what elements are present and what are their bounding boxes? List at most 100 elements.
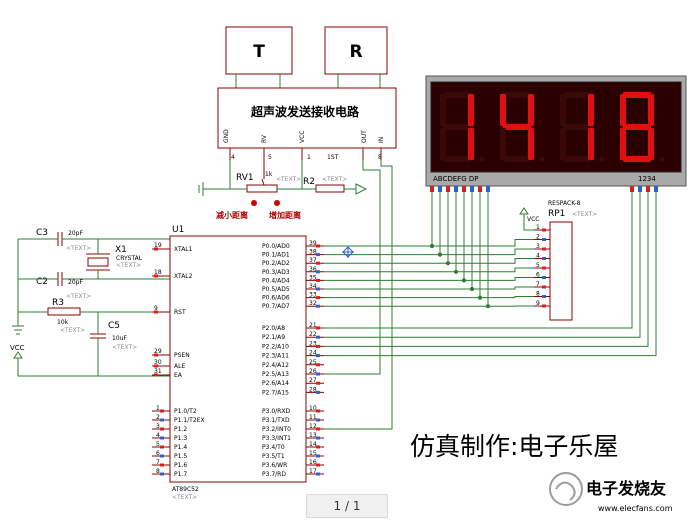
display-digit-pin-1	[630, 186, 634, 192]
p0-to-rp1-wire-2	[448, 258, 534, 264]
display-seg-pin-7	[478, 186, 482, 192]
ultrasonic-module: 超声波发送接收电路 GND RV VCC OUT IN 4 5 1 1ST 8	[217, 87, 397, 161]
display-seg-pin-2	[438, 186, 442, 192]
increase-button-dot[interactable]	[274, 200, 280, 206]
vcc-label-left: VCC	[10, 344, 25, 352]
u1-right-pin-label: P2.2/A10	[262, 343, 289, 350]
rv1-value: 1k	[265, 171, 273, 178]
r2-resistor: R2 <TEXT>	[301, 160, 368, 195]
u1-right-pin-marker	[316, 409, 320, 413]
c5-name: C5	[108, 321, 120, 331]
u1-right-pin-marker	[316, 427, 320, 431]
decimal-point-1	[479, 156, 485, 162]
x1-name: X1	[115, 245, 127, 255]
display-seg-pin-5	[462, 186, 466, 192]
segment-a-1	[443, 92, 471, 98]
u1-right-pin-num: 23	[309, 340, 317, 347]
segment-a-4	[623, 92, 651, 98]
p2-digit-wire-3	[324, 192, 657, 357]
u1-right-pin-label: P0.2/AD2	[262, 260, 290, 267]
junction-dot	[485, 304, 491, 309]
u1-left-pin-marker	[154, 274, 158, 278]
u1-right-pin-label: P2.1/A9	[262, 334, 285, 341]
u1-right-pin-label: P3.1/TXD	[262, 417, 290, 424]
u1-right-pin-num: 39	[309, 240, 317, 247]
u1-right-pin-num: 28	[309, 386, 317, 393]
junction-dot	[469, 286, 475, 292]
u1-left-pin-marker	[154, 364, 158, 368]
logo-text: 电子发烧友	[586, 479, 667, 498]
watermark-big: 仿真制作:电子乐屋	[410, 432, 618, 461]
segment-c-1	[468, 128, 474, 160]
u1-left-pin-marker	[154, 373, 158, 377]
u1-right-pin-marker	[316, 261, 320, 265]
u1-right-pin-num: 33	[309, 292, 317, 299]
segment-f-2	[500, 94, 506, 126]
segment-d-1	[443, 156, 471, 162]
segment-c-3	[588, 128, 594, 160]
receiver-label: R	[349, 42, 362, 62]
u1-right-pin-marker	[316, 326, 320, 330]
p0-wire-6	[324, 192, 481, 299]
u1-right-pin-num: 11	[309, 414, 317, 421]
u1-right-pin-num: 15	[309, 450, 317, 457]
u1-p1-pin-marker	[160, 427, 164, 431]
segment-e-3	[560, 128, 566, 160]
page-indicator[interactable]: 1 / 1	[306, 494, 388, 518]
r2-name: R2	[303, 177, 315, 187]
r3-resistor: R3 10k <TEXT>	[18, 298, 170, 334]
p0-wire-1	[324, 192, 441, 256]
rp1-pin-marker	[542, 228, 546, 232]
rp1-pin-marker	[542, 238, 546, 241]
display-digits	[440, 92, 665, 162]
u1-p1-pin-marker	[160, 418, 164, 422]
u1-p1-pin-marker	[160, 463, 164, 467]
u1-right-pin-label: P3.0/RXD	[262, 408, 290, 415]
u1-left-pin-marker	[154, 247, 158, 251]
p0-wire-2	[324, 192, 449, 264]
module-pin-gnd: GND	[223, 129, 230, 143]
u1-right-pin-label: P2.7/A15	[262, 389, 289, 396]
u1-left-pin-marker	[154, 310, 158, 314]
p0-to-rp1-wire-3	[456, 267, 534, 273]
probe-marker	[342, 246, 354, 258]
x1-crystal: X1 CRYSTAL <TEXT>	[86, 239, 143, 279]
display-seg-pin-6	[470, 186, 474, 192]
junction-dot	[437, 252, 443, 257]
segment-g-4	[623, 124, 651, 130]
logo-swirl-icon	[555, 481, 576, 501]
page-indicator-label: 1 / 1	[333, 499, 361, 513]
rp1-pin-marker	[542, 266, 546, 270]
u1-right-pin-label: P0.5/AD5	[262, 286, 290, 293]
u1-right-pin-label: P2.3/A11	[262, 353, 289, 360]
segment-g-2	[503, 124, 531, 130]
module-pin-num-4: 4	[231, 154, 235, 161]
u1-right-pin-num: 22	[309, 331, 317, 338]
module-out-wire	[324, 160, 381, 375]
c5-value: 10uF	[112, 335, 127, 342]
rp1-pin-num: 4	[536, 253, 540, 260]
u1-p1-pin-num: 6	[156, 450, 160, 457]
junction-dot	[453, 269, 459, 274]
u1-right-pin-marker	[316, 278, 320, 282]
rp1-part: RESPACK-8	[548, 200, 581, 207]
rp1-vcc-label: VCC	[527, 216, 539, 223]
segment-f-3	[560, 94, 566, 126]
u1-p1-pin-marker	[160, 472, 164, 476]
segment-b-4	[648, 94, 654, 126]
p0-to-rp1-wire-0	[432, 239, 534, 247]
rp1-pin-marker	[542, 247, 546, 251]
decrease-button-dot[interactable]	[251, 200, 257, 206]
u1-right-pin-num: 34	[309, 283, 317, 290]
u1-p1-pin-marker	[160, 445, 164, 449]
u1-p1-pin-label: P1.1/T2EX	[174, 417, 205, 424]
u1-p1-pin-label: P1.7	[174, 471, 187, 478]
rp1-pin-marker	[542, 285, 546, 289]
u1-right-pin-num: 35	[309, 274, 317, 281]
u1-p1-pin-marker	[160, 454, 164, 458]
u1-right-pin-label: P3.2/INT0	[262, 426, 291, 433]
u1-right-pin-num: 24	[309, 350, 317, 357]
display-digit-label: 1234	[638, 175, 656, 183]
rp1-pin-num: 7	[536, 281, 540, 288]
c2-capacitor: C2 20pF <TEXT>	[18, 272, 170, 300]
